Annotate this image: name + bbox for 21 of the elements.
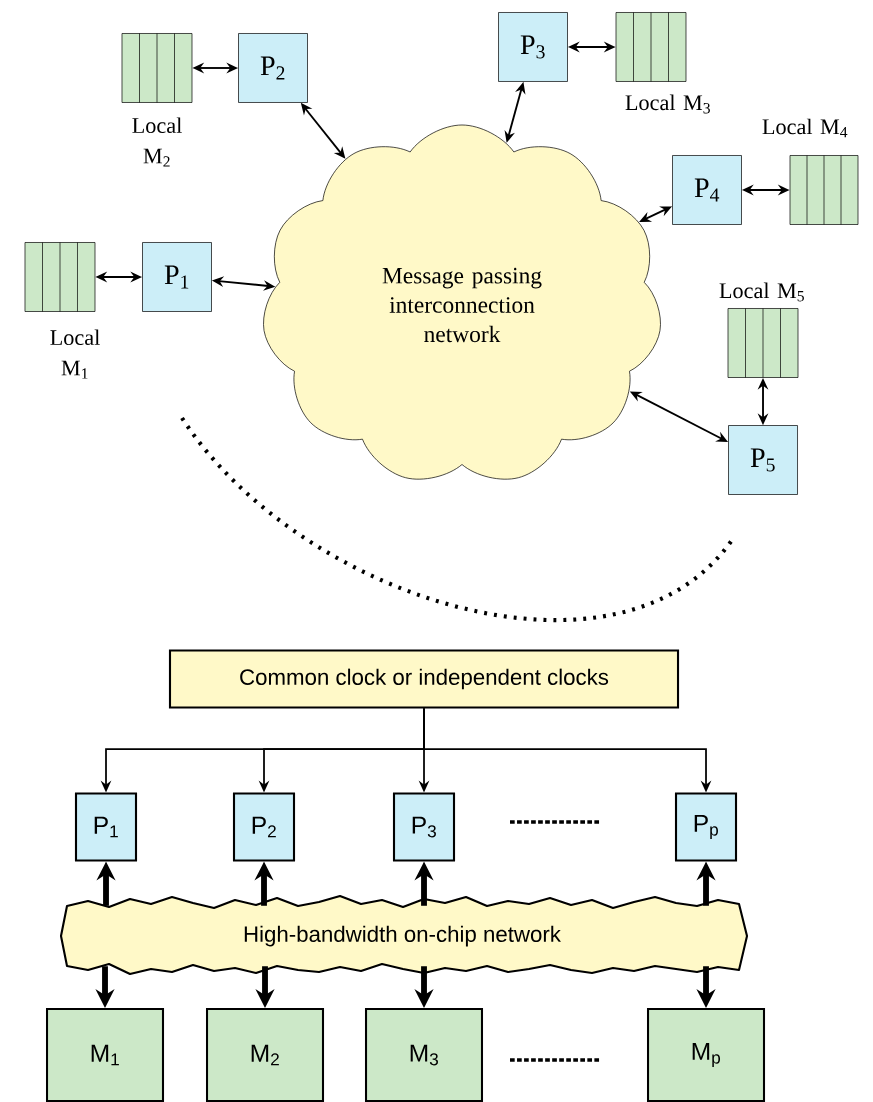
- processor-box: P$_{2}$: [232, 792, 296, 862]
- processor-box: P$_{5}$: [728, 425, 798, 495]
- memory-box: M$_{1}$: [45, 1007, 165, 1102]
- memory-box: M$_{p}$: [646, 1007, 766, 1102]
- network-band: High-bandwidth on-chip network: [59, 894, 749, 976]
- memory-label: Local M$_{2}$: [132, 117, 182, 167]
- memory-label: Local M$_{4}$: [762, 118, 848, 138]
- processor-box: P$_{1}$: [74, 792, 138, 862]
- processor-box: P$_{2}$: [238, 33, 308, 103]
- memory-label: Local M$_{5}$: [719, 282, 804, 302]
- processor-box: P$_{3}$: [392, 792, 456, 862]
- network-cloud: Message passing interconnection network: [263, 124, 661, 480]
- memory-label: Local M$_{3}$: [625, 94, 710, 114]
- clock-box: Common clock or independent clocks: [168, 649, 680, 709]
- processor-box: P$_{p}$: [674, 792, 738, 862]
- processor-box: P$_{4}$: [672, 155, 742, 225]
- processor-box: P$_{1}$: [142, 242, 212, 312]
- memory-box: M$_{3}$: [364, 1007, 484, 1102]
- memory-label: Local M$_{1}$: [50, 329, 100, 379]
- memory-box: M$_{2}$: [205, 1007, 325, 1102]
- processor-box: P$_{3}$: [498, 12, 568, 82]
